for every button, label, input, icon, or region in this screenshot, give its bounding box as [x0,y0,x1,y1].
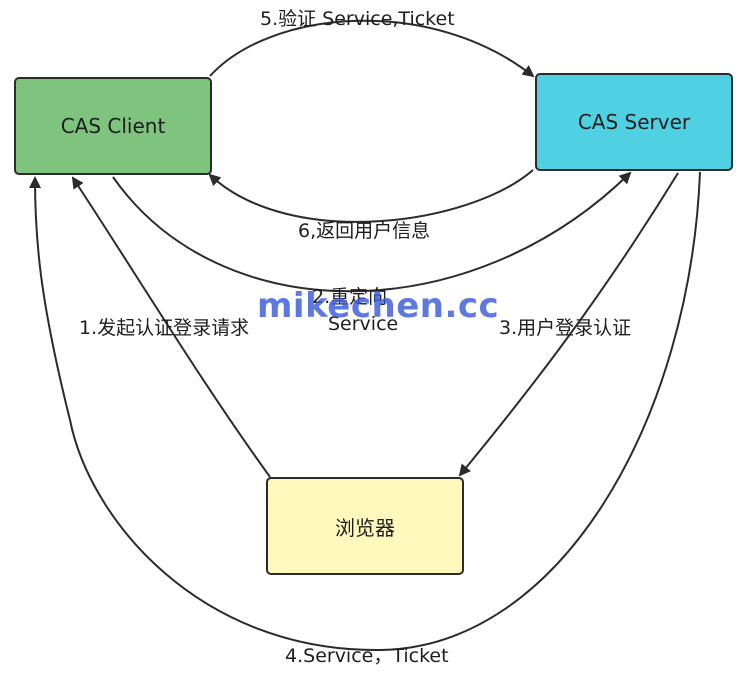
browser-label: 浏览器 [335,515,395,540]
edge-6-return-user-info [208,169,534,223]
edge-1-request [71,176,271,478]
edge-4-label: 4.Service，Ticket [285,645,449,667]
edge-2-label-line1: 2.重定向 [312,286,388,308]
edge-4-service-ticket [29,171,701,652]
edge-5-verify [209,19,535,78]
cas-server-label: CAS Server [577,110,691,134]
edge-1-label: 1.发起认证登录请求 [79,317,250,339]
edge-2-label-line2: Service [328,313,399,335]
cas-client-node: CAS Client [14,77,212,175]
edge-3-label: 3.用户登录认证 [499,317,632,339]
edge-5-label: 5.验证 Service,Ticket [260,8,455,30]
edge-3-login [458,172,679,477]
browser-node: 浏览器 [266,477,464,575]
edge-6-label: 6,返回用户信息 [298,220,431,242]
watermark-text: mikechen.cc [257,286,500,326]
edge-2-redirect [112,171,632,293]
cas-client-label: CAS Client [60,114,166,138]
cas-server-node: CAS Server [535,73,733,171]
